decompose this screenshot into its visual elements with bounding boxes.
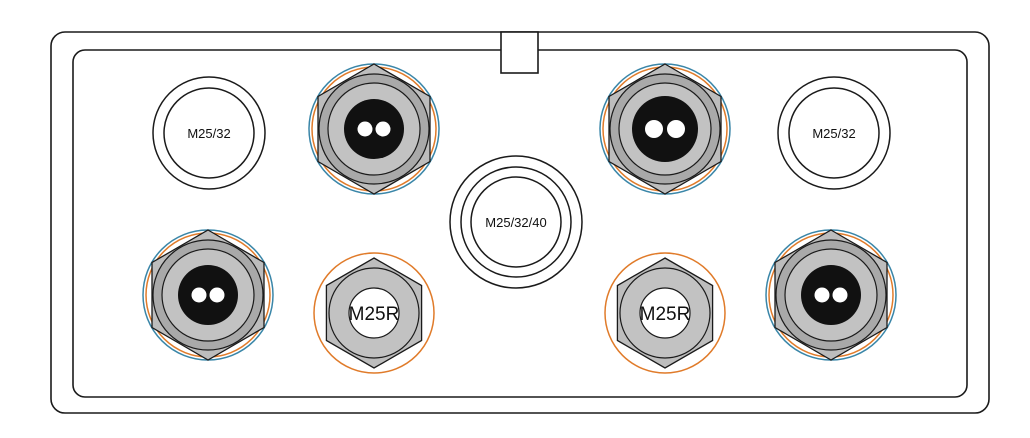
cable-hole [667, 120, 685, 138]
gland-cable-bottom-right [765, 229, 897, 361]
seal-insert [632, 96, 698, 162]
gland-label: M25/32 [187, 126, 230, 141]
gland-cable-top-right [599, 63, 731, 195]
gland-label: M25R [640, 304, 691, 325]
gland-reducer-bottom-right: M25R [604, 252, 726, 374]
cable-hole [375, 121, 391, 137]
gland-plug-top-right: M25/32 [777, 76, 891, 190]
gland-plug-top-left: M25/32 [152, 76, 266, 190]
gland-label: M25/32 [812, 126, 855, 141]
cable-hole [191, 287, 207, 303]
cable-hole [209, 287, 225, 303]
gland-label: M25R [349, 304, 400, 325]
gland-plug-center: M25/32/40 [449, 155, 583, 289]
gland-cable-top-left [308, 63, 440, 195]
gland-label: M25/32/40 [485, 215, 546, 230]
cable-hole [645, 120, 663, 138]
seal-insert [178, 265, 238, 325]
seal-insert [344, 99, 404, 159]
small-rectangular-tab-icon [500, 31, 539, 74]
gland-cable-bottom-left [142, 229, 274, 361]
gland-reducer-bottom-left: M25R [313, 252, 435, 374]
cable-hole [357, 121, 373, 137]
seal-insert [801, 265, 861, 325]
cable-hole [814, 287, 830, 303]
cable-hole [832, 287, 848, 303]
